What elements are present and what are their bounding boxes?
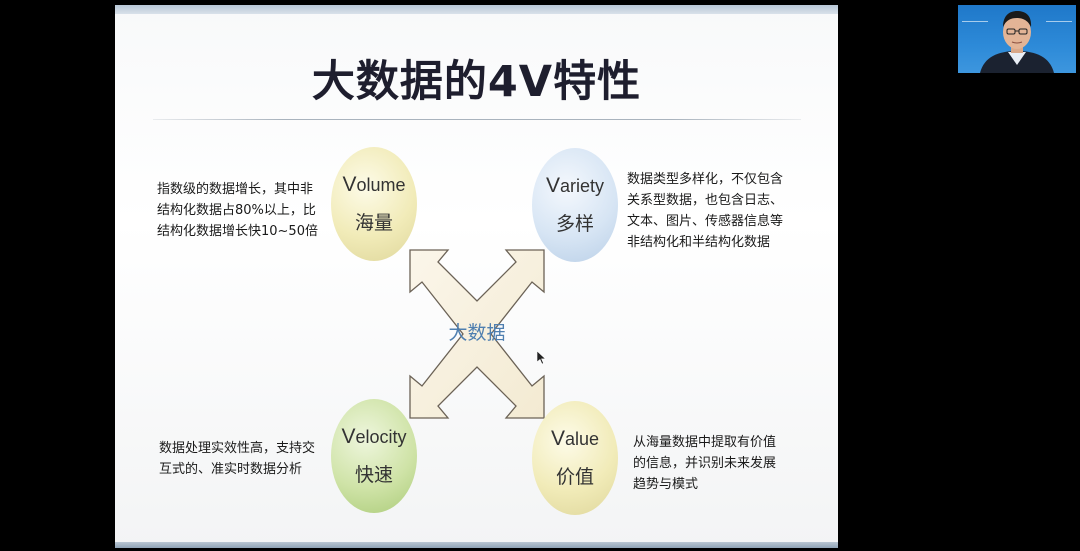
variety-circle: Variety 多样 <box>532 148 618 262</box>
presenter-webcam[interactable] <box>958 5 1076 73</box>
title-divider <box>153 119 801 120</box>
webcam-banner-line <box>962 21 988 22</box>
velocity-initial: V <box>341 424 356 448</box>
variety-initial: V <box>545 173 560 197</box>
presenter-avatar <box>980 11 1054 73</box>
value-description: 从海量数据中提取有价值 的信息，并识别未来发展 趋势与模式 <box>633 432 803 495</box>
value-chinese-label: 价值 <box>555 465 594 488</box>
webcam-banner-line <box>1046 21 1072 22</box>
presentation-slide: 大数据的4V特性 大数据 Volume 海量 指数级的数据增长，其中非 结构化数… <box>115 5 838 548</box>
volume-initial: V <box>342 172 357 196</box>
value-desc-line: 的信息，并识别未来发展 <box>633 456 777 471</box>
volume-description: 指数级的数据增长，其中非 结构化数据占80%以上，比 结构化数据增长快10~50… <box>157 179 327 242</box>
variety-desc-line: 数据类型多样化，不仅包含 <box>627 172 784 187</box>
velocity-circle: Velocity 快速 <box>331 399 417 513</box>
slide-title: 大数据的4V特性 <box>311 57 642 107</box>
value-desc-line: 趋势与模式 <box>633 477 699 492</box>
velocity-desc-line: 数据处理实效性高，支持交 <box>159 441 316 456</box>
variety-description: 数据类型多样化，不仅包含 关系型数据，也包含日志、 文本、图片、传感器信息等 非… <box>627 169 799 253</box>
variety-desc-line: 非结构化和半结构化数据 <box>627 235 771 250</box>
value-initial: V <box>550 426 565 450</box>
volume-desc-line: 结构化数据占80%以上，比 <box>157 203 316 218</box>
variety-desc-line: 文本、图片、传感器信息等 <box>627 214 784 229</box>
volume-word-rest: olume <box>356 174 406 195</box>
variety-chinese-label: 多样 <box>555 212 594 235</box>
value-circle: Value 价值 <box>532 401 618 515</box>
slide-bottom-band <box>115 542 838 548</box>
volume-english-label: Volume <box>342 172 406 196</box>
center-label: 大数据 <box>448 322 506 344</box>
volume-desc-line: 结构化数据增长快10~50倍 <box>157 224 318 239</box>
variety-desc-line: 关系型数据，也包含日志、 <box>627 193 784 208</box>
value-word-rest: alue <box>564 428 600 449</box>
velocity-description: 数据处理实效性高，支持交 互式的、准实时数据分析 <box>159 438 329 480</box>
velocity-word-rest: elocity <box>355 426 407 447</box>
variety-english-label: Variety <box>545 173 605 197</box>
velocity-chinese-label: 快速 <box>354 463 393 486</box>
value-desc-line: 从海量数据中提取有价值 <box>633 435 777 450</box>
slide-top-band <box>115 5 838 14</box>
velocity-english-label: Velocity <box>341 424 407 448</box>
variety-word-rest: ariety <box>560 175 605 196</box>
value-english-label: Value <box>550 426 600 450</box>
volume-desc-line: 指数级的数据增长，其中非 <box>157 182 314 197</box>
mouse-pointer-icon <box>537 351 546 365</box>
volume-circle: Volume 海量 <box>331 147 417 261</box>
velocity-desc-line: 互式的、准实时数据分析 <box>159 462 303 477</box>
volume-chinese-label: 海量 <box>354 211 393 234</box>
